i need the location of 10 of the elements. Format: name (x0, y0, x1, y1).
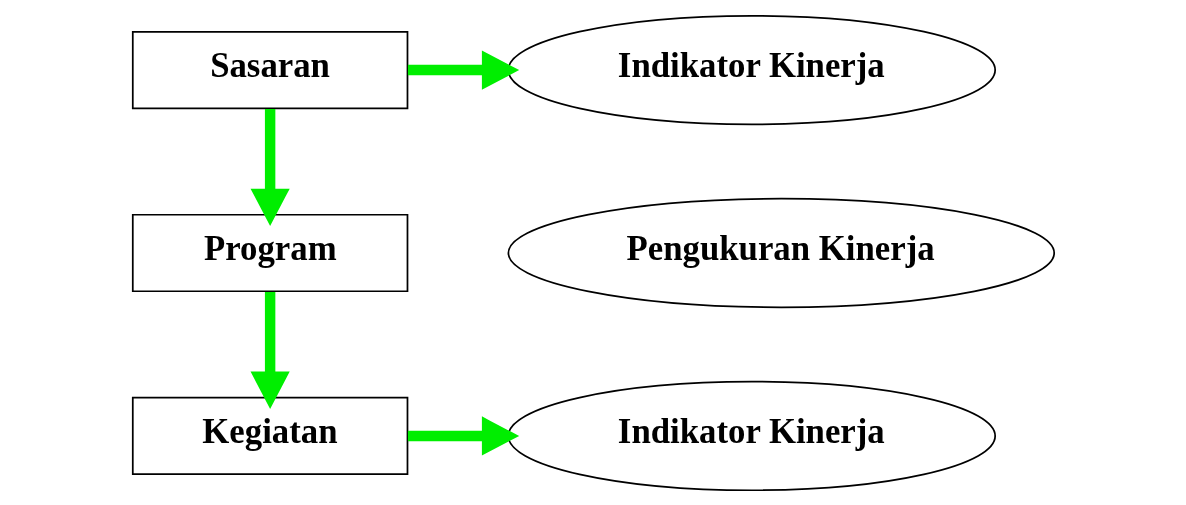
arrow (407, 50, 519, 90)
arrow (250, 108, 290, 226)
node-box: Kegiatan (131, 396, 408, 475)
node-ellipse: Indikator Kinerja (506, 380, 996, 491)
node-box: Sasaran (131, 30, 408, 109)
arrow (250, 291, 290, 409)
node-box: Program (131, 213, 408, 292)
node-ellipse: Indikator Kinerja (506, 14, 996, 125)
arrow (407, 415, 519, 456)
node-ellipse: Pengukuran Kinerja (507, 197, 1055, 308)
